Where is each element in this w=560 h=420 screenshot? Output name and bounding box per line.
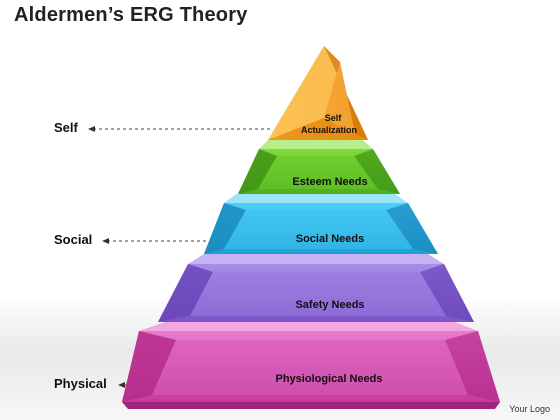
tier-esteem (238, 140, 400, 194)
tier-label-self-actualization-line1: Self (325, 113, 343, 123)
side-label-self: Self (54, 120, 78, 135)
side-label-physical: Physical (54, 376, 107, 391)
tier-safety (158, 254, 474, 322)
tier-social (204, 194, 438, 254)
page-title: Aldermen’s ERG Theory (14, 4, 248, 26)
footer-logo-text: Your Logo (509, 404, 550, 414)
tier-label-self-actualization-line2: Actualization (301, 125, 357, 135)
tier-physiological (122, 322, 500, 409)
tier-label-safety: Safety Needs (295, 299, 364, 311)
tier-label-social: Social Needs (296, 233, 364, 245)
connector-self (88, 126, 270, 132)
tier-self-actualization (268, 46, 368, 140)
tier-label-physiological: Physiological Needs (276, 373, 383, 385)
side-label-social: Social (54, 232, 93, 247)
connector-social (102, 238, 206, 244)
tier-label-esteem: Esteem Needs (292, 176, 367, 188)
